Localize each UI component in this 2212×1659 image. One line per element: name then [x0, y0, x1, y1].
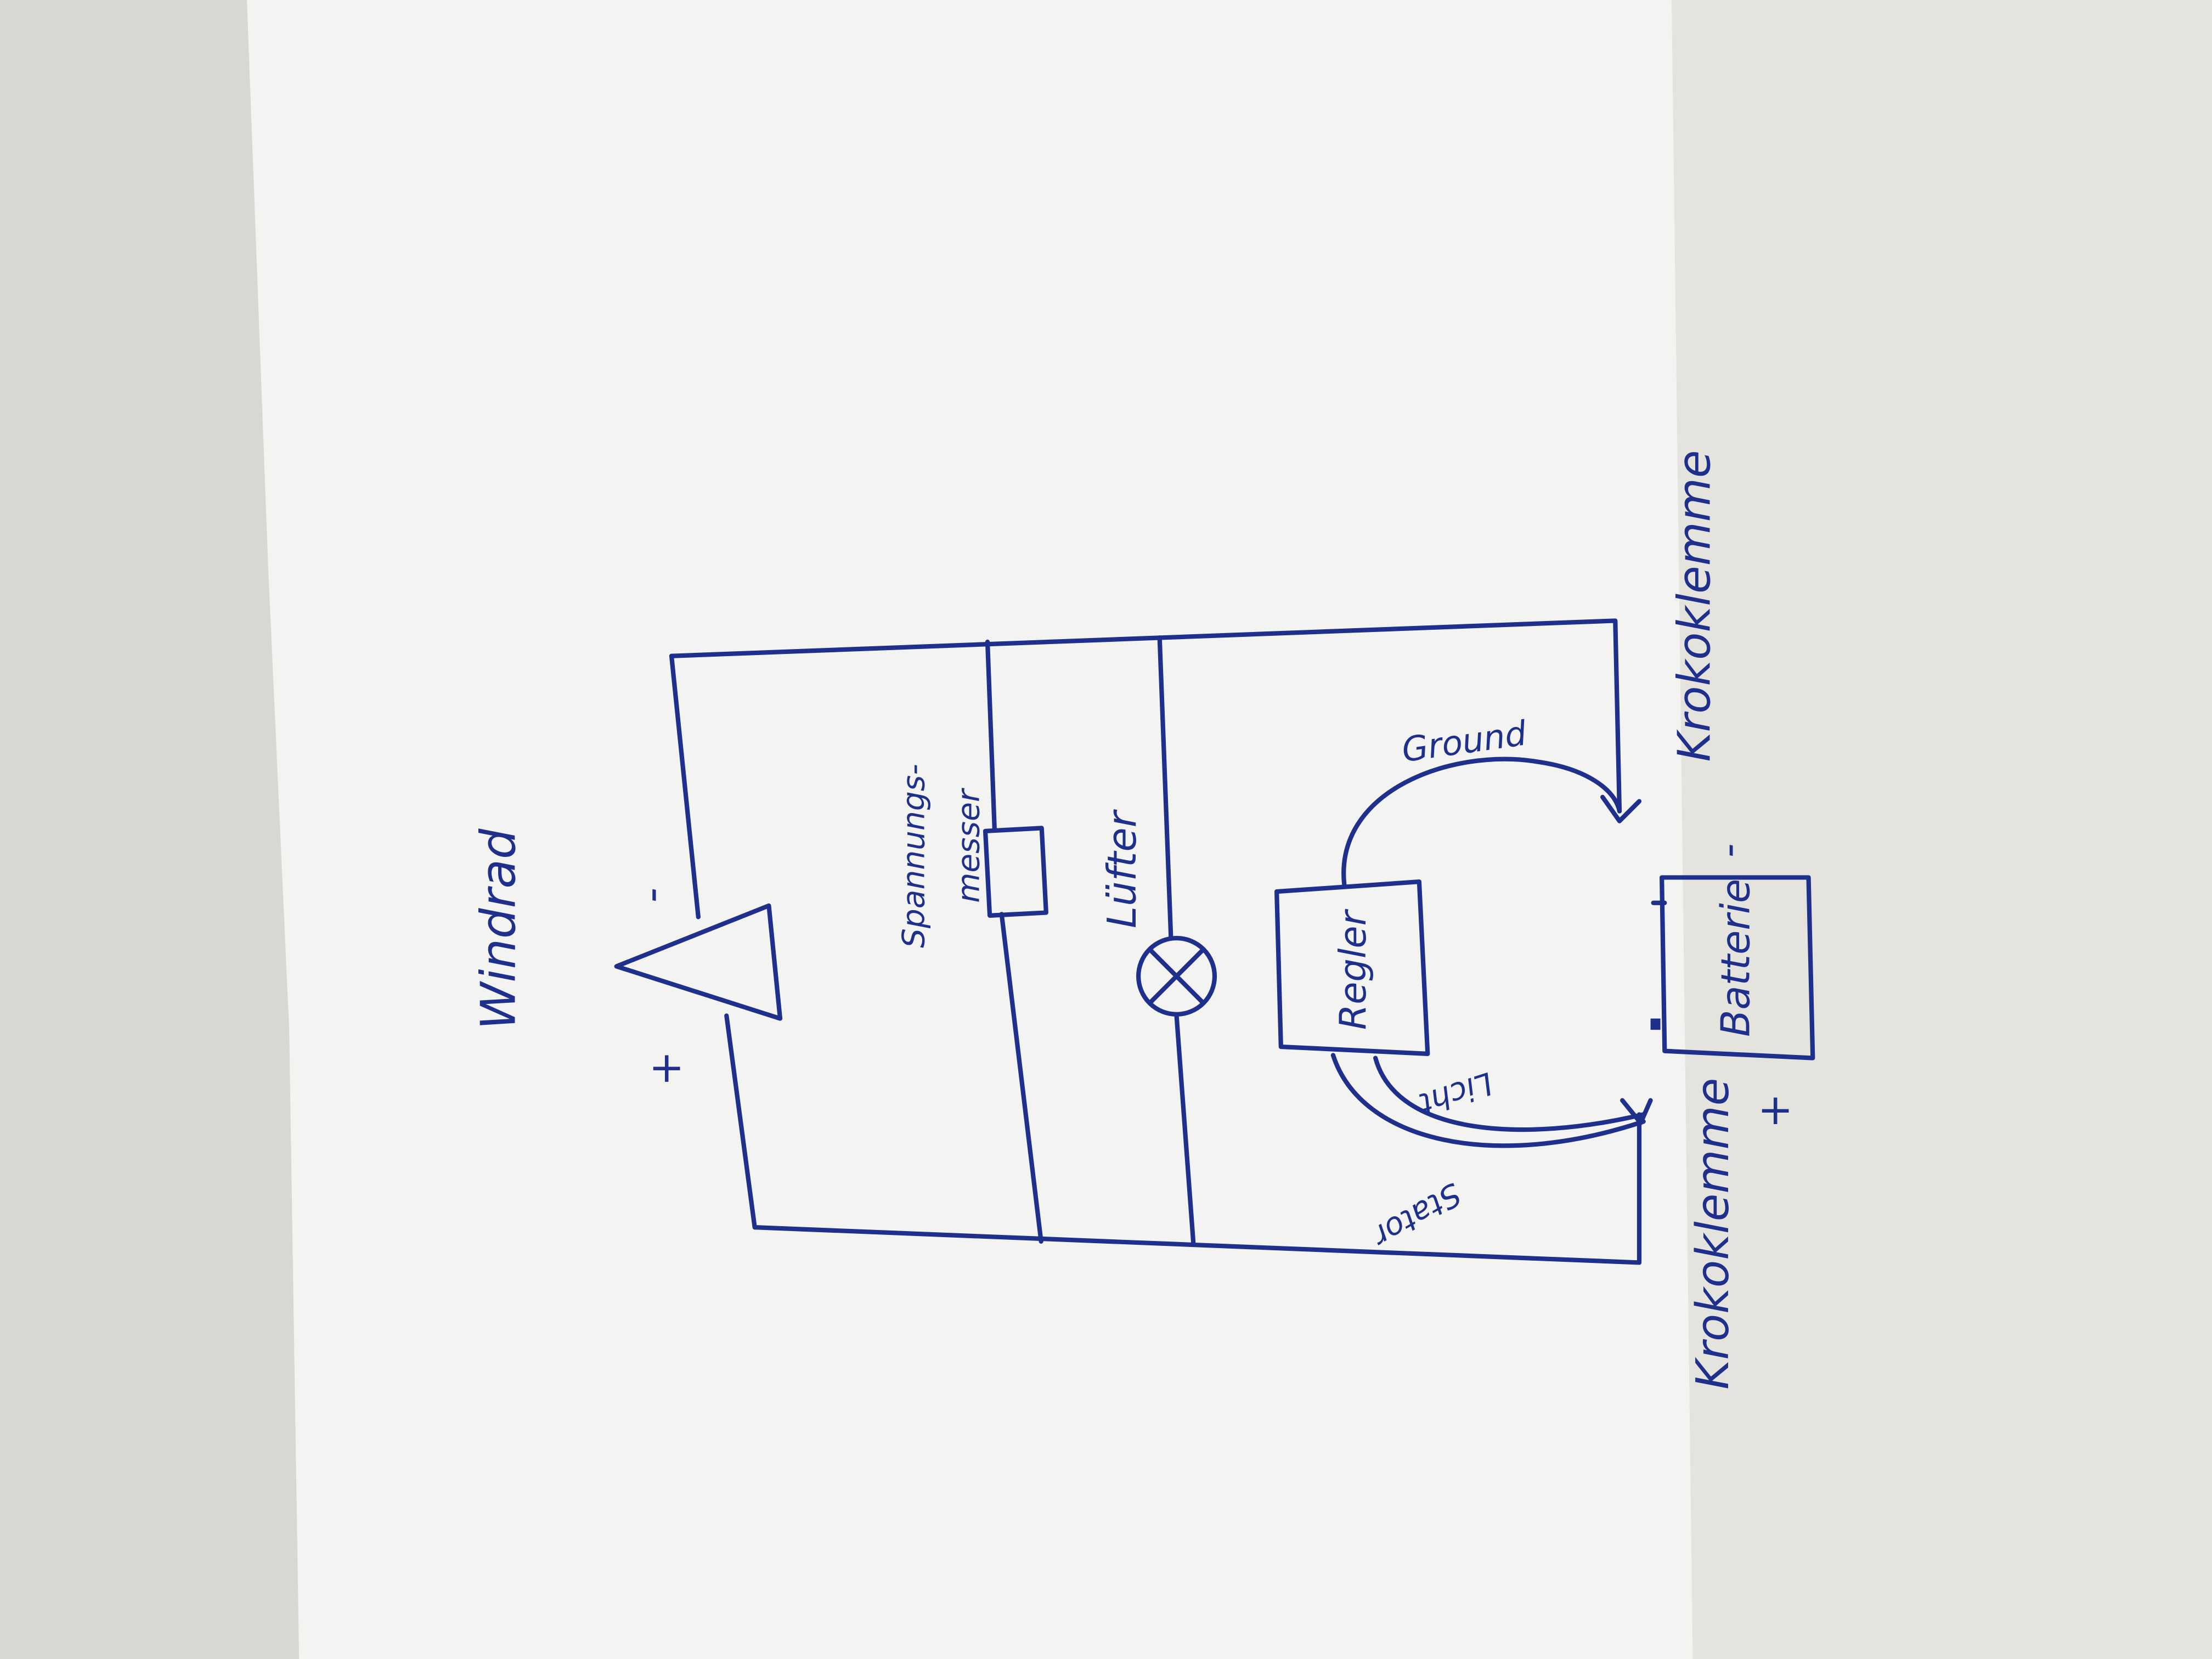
label-regler: Regler	[1331, 909, 1374, 1030]
label-luefter: Lüfter	[1099, 809, 1145, 928]
bottom-wire	[752, 1112, 1642, 1265]
left-wire-top	[669, 653, 701, 919]
voltmeter-box	[983, 826, 1048, 918]
fan-branch	[1157, 635, 1196, 1247]
paper-sheet	[247, 0, 1693, 1659]
voltmeter-branch	[985, 639, 1043, 1244]
label-spannungsmesser-2: messer	[951, 787, 987, 903]
left-wire-bottom	[724, 1013, 757, 1230]
label-battery-plus: +	[1750, 1093, 1799, 1129]
label-krokoklemme-minus: Krokoklemme	[1669, 450, 1721, 761]
label-batterie: Batterie	[1713, 879, 1759, 1037]
battery-terminal-plus	[1650, 1018, 1661, 1030]
label-battery-minus: -	[1706, 843, 1752, 857]
fan-lamp-cross	[1147, 947, 1206, 1006]
paper-fold-right	[1672, 0, 2212, 1659]
batterie-box	[1660, 875, 1815, 1060]
licht-cable	[1373, 1056, 1646, 1132]
ground-arrow	[1600, 794, 1642, 823]
label-windrad-plus: +	[641, 1051, 690, 1086]
regler-box	[1274, 879, 1430, 1056]
stator-cable	[1330, 1053, 1646, 1148]
label-windrad: Windrad	[471, 828, 527, 1030]
fan-lamp-symbol	[1136, 935, 1217, 1017]
ground-cable	[1341, 757, 1622, 888]
label-spannungsmesser-1: Spannungs-	[895, 764, 932, 948]
circuit-wires	[614, 618, 1815, 1265]
windrad-symbol	[614, 903, 783, 1021]
label-krokoklemme-plus: Krokoklemme	[1687, 1078, 1739, 1390]
label-windrad-minus: -	[627, 888, 676, 903]
